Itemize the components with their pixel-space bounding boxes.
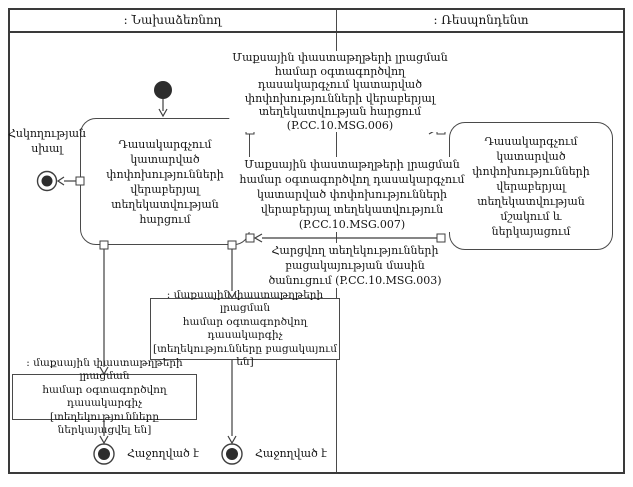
activity-request-info: Դասակարգչում կատարված փոփոխությունների վ… [80, 118, 250, 245]
object-node-info-presented: : մաքսային փաստաթղթերի լրացման համար օգտ… [12, 357, 197, 436]
header-separator [8, 31, 625, 33]
lane-header-respondent: : Ռեսպոնդենտ [433, 13, 529, 27]
swimlane-divider [336, 8, 337, 474]
label-control-error: Հսկողության սխալ [7, 127, 87, 155]
message-label-msg006: Մաքսային փաստաթղթերի լրացման համար օգտագ… [229, 51, 451, 132]
object-node-info-absent: : մաքսային փաստաթղթերի լրացման համար օգտ… [150, 289, 340, 368]
diagram-frame [8, 8, 625, 474]
lane-header-initiator: : Նախաձեռնող [123, 13, 222, 27]
label-success-left: Հաջողված է [127, 447, 199, 460]
message-label-msg003: Հարցվող տեղեկությունների բացակայության մ… [265, 243, 445, 288]
message-label-msg007: Մաքսային փաստաթղթերի լրացման համար օգտագ… [236, 157, 468, 232]
label-success-right: Հաջողված է [255, 447, 327, 460]
activity-process-info: Դասակարգչում կատարված փոփոխությունների վ… [449, 122, 613, 250]
